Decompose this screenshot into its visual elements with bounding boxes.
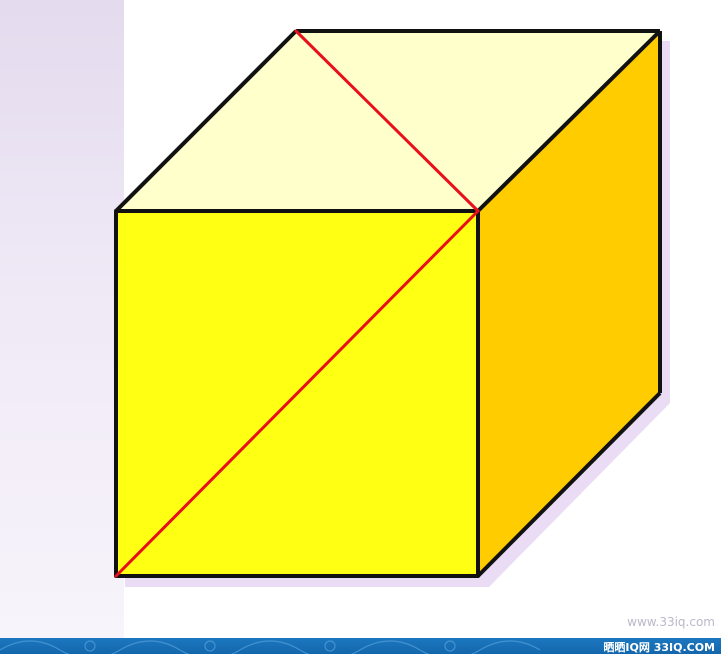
left-background-panel xyxy=(0,0,124,638)
face-diagonals xyxy=(114,29,480,578)
top-right-edge xyxy=(476,29,662,213)
watermark-text: www.33iq.com xyxy=(627,615,715,629)
front-face-diagonal xyxy=(114,209,480,578)
bottom-right-edge xyxy=(476,391,662,578)
cube-diagram xyxy=(114,29,670,587)
cube-edges xyxy=(114,29,662,578)
top-left-edge xyxy=(114,29,298,213)
top-face-diagonal xyxy=(294,29,480,213)
footer-wave-pattern xyxy=(0,640,541,654)
footer-bar: 晒晒IQ网 33IQ.COM xyxy=(0,638,721,654)
footer-text: 晒晒IQ网 33IQ.COM xyxy=(603,641,715,654)
